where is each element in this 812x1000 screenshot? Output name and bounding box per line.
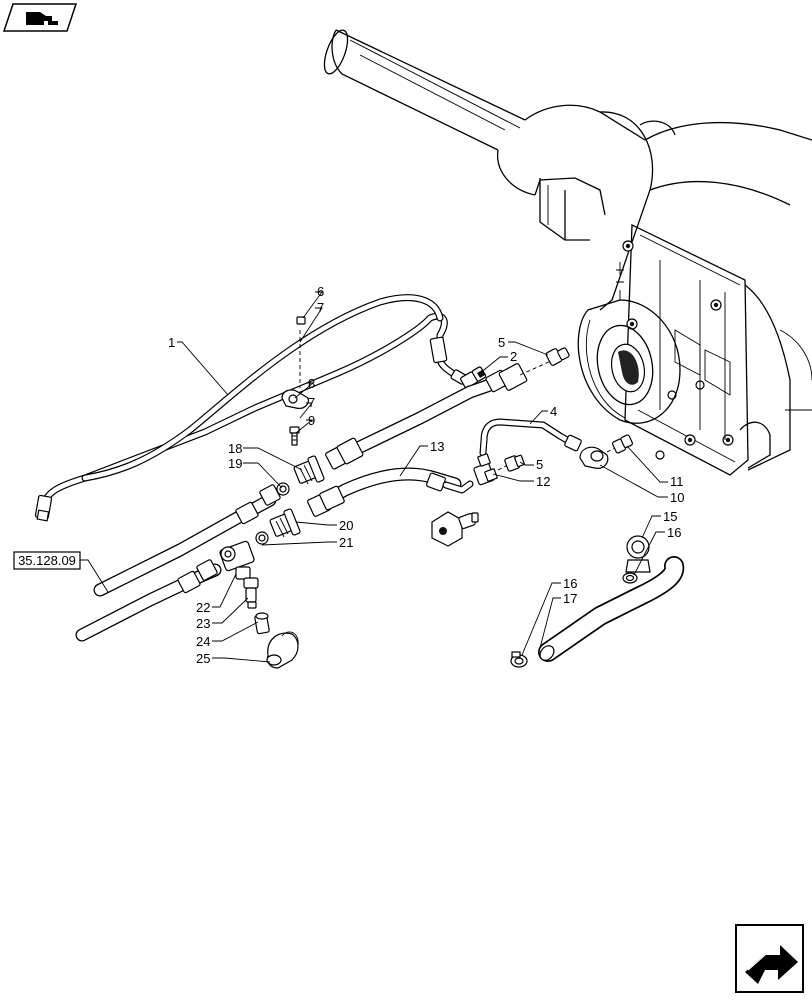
callout-21: 21 bbox=[339, 535, 353, 550]
fitting-24[interactable] bbox=[254, 612, 270, 635]
reference-label: 35.128.09 bbox=[18, 553, 76, 568]
callout-17: 17 bbox=[563, 591, 577, 606]
fitting-20[interactable] bbox=[255, 508, 301, 545]
clip-8[interactable] bbox=[281, 389, 309, 409]
callout-15: 15 bbox=[663, 509, 677, 524]
callout-23: 23 bbox=[196, 616, 210, 631]
callout-6: 6 bbox=[317, 284, 324, 299]
callouts: 1 2 4 5 5 6 7 7 8 9 10 11 12 13 15 16 16… bbox=[168, 284, 684, 666]
callout-5: 5 bbox=[536, 457, 543, 472]
leader-lines bbox=[80, 291, 668, 663]
callout-7: 7 bbox=[308, 395, 315, 410]
book-pointing-hand-icon[interactable] bbox=[2, 3, 78, 32]
hose-lower-1[interactable] bbox=[93, 482, 290, 597]
pipe-1[interactable] bbox=[34, 294, 468, 522]
callout-5: 5 bbox=[498, 335, 505, 350]
tee-fitting-12[interactable] bbox=[473, 453, 525, 486]
tee-fitting-22[interactable] bbox=[219, 540, 255, 580]
fitting-23[interactable] bbox=[243, 577, 259, 609]
callout-11: 11 bbox=[670, 474, 684, 489]
callout-9: 9 bbox=[308, 413, 315, 428]
callout-1: 1 bbox=[168, 335, 175, 350]
callout-22: 22 bbox=[196, 600, 210, 615]
callout-8: 8 bbox=[308, 376, 315, 391]
pipe-4[interactable] bbox=[479, 418, 582, 457]
callout-18: 18 bbox=[228, 441, 242, 456]
callout-12: 12 bbox=[536, 474, 550, 489]
callout-13: 13 bbox=[430, 439, 444, 454]
washer-6[interactable] bbox=[296, 316, 306, 325]
hose-upper[interactable] bbox=[325, 347, 570, 470]
fitting-18[interactable] bbox=[293, 455, 325, 485]
callout-25: 25 bbox=[196, 651, 210, 666]
reference-box[interactable]: 35.128.09 bbox=[13, 551, 81, 570]
callout-7: 7 bbox=[317, 300, 324, 315]
bolt-9[interactable] bbox=[289, 426, 300, 446]
callout-16: 16 bbox=[667, 525, 681, 540]
callout-4: 4 bbox=[550, 404, 557, 419]
hose-clamp-16[interactable] bbox=[510, 572, 638, 668]
axle-housing bbox=[323, 29, 812, 476]
callout-16: 16 bbox=[563, 576, 577, 591]
next-page-arrow-icon[interactable] bbox=[735, 924, 804, 993]
callout-10: 10 bbox=[670, 490, 684, 505]
callout-24: 24 bbox=[196, 634, 210, 649]
banjo-fitting-10[interactable] bbox=[579, 434, 634, 469]
hose-13[interactable] bbox=[307, 467, 474, 517]
hose-lower-2[interactable] bbox=[75, 559, 222, 642]
hose-17[interactable] bbox=[537, 556, 685, 663]
callout-20: 20 bbox=[339, 518, 353, 533]
callout-2: 2 bbox=[510, 349, 517, 364]
connector-block bbox=[431, 511, 479, 547]
callout-19: 19 bbox=[228, 456, 242, 471]
dust-cap-25[interactable] bbox=[266, 631, 299, 669]
